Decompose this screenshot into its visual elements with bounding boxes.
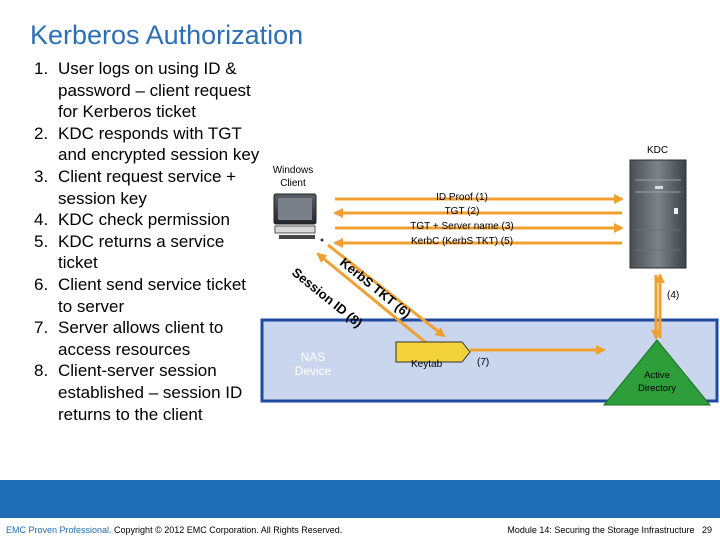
step-text: Client send service ticket to server bbox=[58, 274, 247, 316]
session-arrow bbox=[316, 252, 431, 348]
nas-label-line2: Device bbox=[294, 364, 332, 378]
nas-label-line1: NAS bbox=[300, 350, 326, 364]
flow-label-1: ID Proof (1) bbox=[436, 192, 488, 203]
footer-band bbox=[0, 480, 720, 518]
footer-module: Module 14: Securing the Storage Infrastr… bbox=[507, 525, 712, 535]
step-text: KDC check permission bbox=[58, 210, 230, 230]
kerberos-diagram: KerbS TKT (6) Session ID (8) bbox=[260, 159, 719, 406]
ad-label-line2: Directory bbox=[637, 383, 676, 394]
slide-title: Kerberos Authorization bbox=[30, 20, 304, 50]
step-item: 7. Server allows client to access resourc… bbox=[28, 317, 260, 360]
step-number: 6. bbox=[34, 274, 49, 294]
flow-label-4: KerbC (KerbS TKT) (5) bbox=[410, 236, 514, 247]
step-number: 7. bbox=[34, 318, 49, 338]
kdc-label: KDC bbox=[647, 145, 669, 156]
footer: EMC Proven Professional. Copyright © 201… bbox=[0, 518, 720, 540]
footer-copyright: EMC Proven Professional. Copyright © 201… bbox=[6, 525, 342, 535]
step-item: 3. Client request service + session key bbox=[28, 166, 260, 209]
step-text: KDC returns a service ticket bbox=[58, 231, 225, 273]
step-item: 5. KDC returns a service ticket bbox=[28, 231, 260, 274]
step-item: 6. Client send service ticket to server bbox=[28, 274, 260, 317]
active-directory-shape bbox=[602, 339, 712, 406]
step-number: 8. bbox=[34, 361, 49, 381]
step-text: KDC responds with TGT and encrypted sess… bbox=[58, 123, 260, 165]
footer-module-text: Module 14: Securing the Storage Infrastr… bbox=[507, 525, 695, 535]
step-number: 3. bbox=[34, 166, 49, 186]
step-text: User logs on using ID & password – clien… bbox=[58, 59, 251, 122]
step-number: 2. bbox=[34, 123, 49, 143]
flow-label-3: TGT + Server name (3) bbox=[410, 221, 514, 232]
client-label-line2: Client bbox=[280, 178, 306, 189]
kdc-server-icon bbox=[629, 159, 687, 269]
ad-label-line1: Active bbox=[644, 370, 670, 381]
footer-brand: EMC Proven Professional. bbox=[6, 525, 112, 535]
client-label-line1: Windows bbox=[272, 165, 314, 176]
step7-label: (7) bbox=[477, 357, 490, 368]
step4-label: (4) bbox=[667, 290, 680, 301]
footer-copyright-text: Copyright © 2012 EMC Corporation. All Ri… bbox=[111, 525, 343, 535]
step-number: 5. bbox=[34, 231, 49, 251]
step-item: 8. Client-server session established – se… bbox=[28, 360, 260, 425]
step-text: Client request service + session key bbox=[58, 166, 237, 208]
step-item: 1. User logs on using ID & password – cli… bbox=[28, 58, 260, 123]
kerbs-arrow bbox=[327, 243, 446, 338]
step-text: Server allows client to access resources bbox=[58, 318, 224, 359]
step-text: Client-server session established – sess… bbox=[58, 361, 243, 424]
step-number: 1. bbox=[34, 59, 49, 78]
steps-list: 1. User logs on using ID & password – cli… bbox=[28, 58, 260, 425]
step-number: 4. bbox=[34, 210, 49, 230]
page-number: 29 bbox=[701, 525, 712, 535]
computer-icon bbox=[273, 193, 324, 242]
keytab-shape bbox=[395, 341, 471, 363]
flow-label-2: TGT (2) bbox=[444, 206, 480, 217]
keytab-label: Keytab bbox=[411, 359, 443, 370]
step-item: 4. KDC check permission bbox=[28, 209, 260, 231]
step-item: 2. KDC responds with TGT and encrypted se… bbox=[28, 123, 260, 166]
